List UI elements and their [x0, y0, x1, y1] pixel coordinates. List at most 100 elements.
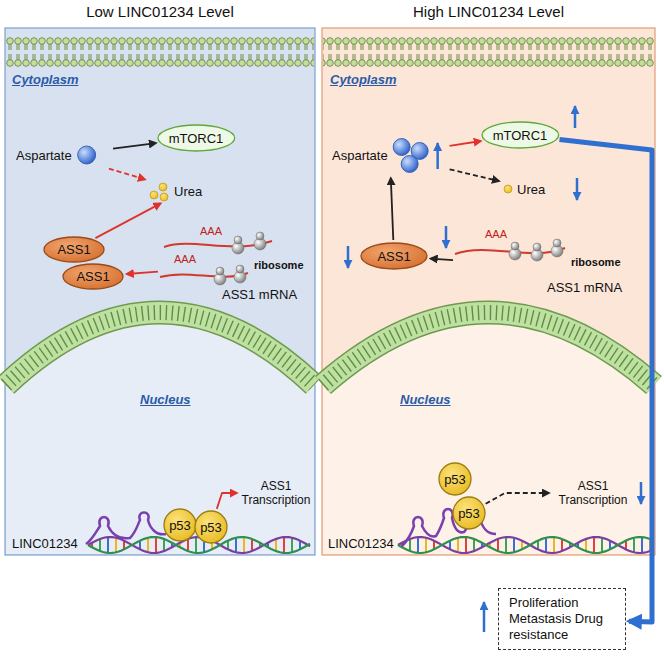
mtorc1-ellipse: mTORC1	[157, 124, 236, 152]
protein-label: p53	[169, 518, 191, 533]
ribosome-subunit	[553, 239, 561, 247]
molecule-label: mTORC1	[493, 128, 548, 143]
drawing-stroke	[323, 313, 654, 555]
base-pair	[235, 538, 237, 553]
nuclear-envelope	[6, 313, 654, 386]
drawing-stroke	[6, 313, 314, 386]
ribosome-subunit	[256, 232, 264, 240]
outcome-box: Proliferation Metastasis Drug resistance	[498, 588, 626, 650]
base-pair	[275, 539, 277, 551]
base-pair	[409, 539, 411, 551]
base-pair	[251, 539, 253, 551]
flow-arrow	[450, 169, 500, 181]
urea-molecule	[159, 183, 167, 191]
urea-molecule	[504, 185, 512, 193]
drawing-stroke	[323, 37, 654, 67]
ribosome-subunit	[216, 267, 224, 275]
drawing-stroke	[323, 313, 654, 386]
base-pair	[641, 537, 643, 553]
base-pair	[425, 538, 427, 553]
aspartate-molecule	[393, 139, 410, 156]
metabolite-label: Aspartate	[332, 148, 388, 163]
base-pair	[513, 538, 515, 553]
ribosome-subunit	[234, 236, 242, 244]
base-pair	[291, 538, 293, 553]
drawing-stroke	[574, 106, 577, 128]
node-outline	[361, 243, 427, 269]
aspartate-molecule	[401, 156, 418, 173]
p53-protein: p53	[194, 510, 228, 544]
ribosome-label: ribosome	[571, 256, 621, 268]
dna-strand	[398, 537, 650, 553]
drawing-stroke	[323, 313, 654, 386]
flow-arrow	[109, 169, 145, 180]
lncrna-hairpin	[86, 509, 496, 546]
level-arrow	[436, 143, 439, 169]
molecule-label: ASS1	[377, 249, 410, 264]
drawing-stroke	[5, 28, 315, 555]
ass1-enzyme: ASS1	[62, 263, 124, 290]
base-pair	[553, 537, 555, 553]
transcription-label: ASS1 Transcription	[240, 476, 312, 510]
base-pair	[243, 537, 245, 553]
flow-arrow	[113, 143, 156, 149]
node-outline	[453, 497, 485, 529]
node-outline	[439, 463, 471, 495]
base-pair	[633, 538, 635, 553]
metabolite-label: Urea	[517, 182, 545, 197]
transcription-label: ASS1 Transcription	[552, 476, 634, 510]
compartment-label: Cytoplasm	[330, 72, 396, 87]
flow-arrow	[217, 493, 237, 509]
base-pair	[417, 537, 419, 553]
flow-arrow	[560, 140, 653, 623]
drawing-stroke	[323, 313, 654, 386]
mrna-label: ASS1 mRNA	[547, 280, 622, 295]
urea-molecule	[150, 191, 158, 199]
p53-protein: p53	[452, 496, 486, 530]
node-outline	[482, 122, 559, 148]
p53-protein: p53	[438, 462, 472, 496]
base-pair	[187, 539, 189, 551]
base-pair	[497, 539, 499, 551]
ribosome-label: ribosome	[254, 259, 304, 271]
node-outline	[195, 511, 227, 543]
mrna-translation: AAAAAAribosomeASS1 mRNA	[160, 225, 310, 307]
drawing-stroke	[576, 178, 579, 200]
protein-label: p53	[200, 520, 222, 535]
node-outline	[44, 237, 104, 262]
polya-tail: AAA	[200, 225, 222, 237]
compartment-label: Nucleus	[400, 392, 451, 407]
p53-protein: p53	[163, 508, 197, 542]
protein-label: p53	[444, 472, 466, 487]
compartment-label: Cytoplasm	[12, 72, 78, 87]
aspartate-pool: Aspartate	[332, 135, 448, 175]
panel-heading: Low LINC01234 Level	[5, 3, 315, 20]
cell-membrane	[6, 37, 654, 67]
metabolite-label: Aspartate	[16, 148, 72, 163]
protein-label: p53	[458, 506, 480, 521]
drawing-stroke	[445, 226, 448, 248]
base-pair	[155, 537, 157, 553]
urea-pool: Urea	[502, 178, 562, 200]
metabolite-label: Urea	[174, 184, 202, 199]
flow-arrow	[127, 272, 158, 274]
base-pair	[561, 539, 563, 551]
base-pair	[163, 539, 165, 551]
drawing-stroke	[6, 313, 314, 555]
drawing-stroke	[6, 313, 314, 386]
drawing-stroke	[483, 602, 486, 632]
node-outline	[158, 125, 235, 151]
ribosome-subunit	[533, 243, 541, 251]
base-pair	[107, 537, 109, 553]
molecule-label: mTORC1	[169, 131, 224, 146]
drawing-stroke	[347, 246, 350, 268]
panel-heading: High LINC01234 Level	[322, 3, 655, 20]
drawing-stroke	[6, 37, 314, 67]
aspartate-molecule	[78, 146, 96, 164]
base-pair	[473, 539, 475, 551]
lncrna-label: LINC01234	[12, 536, 78, 551]
mrna-label: ASS1 mRNA	[222, 287, 297, 302]
molecule-label: ASS1	[57, 242, 90, 257]
